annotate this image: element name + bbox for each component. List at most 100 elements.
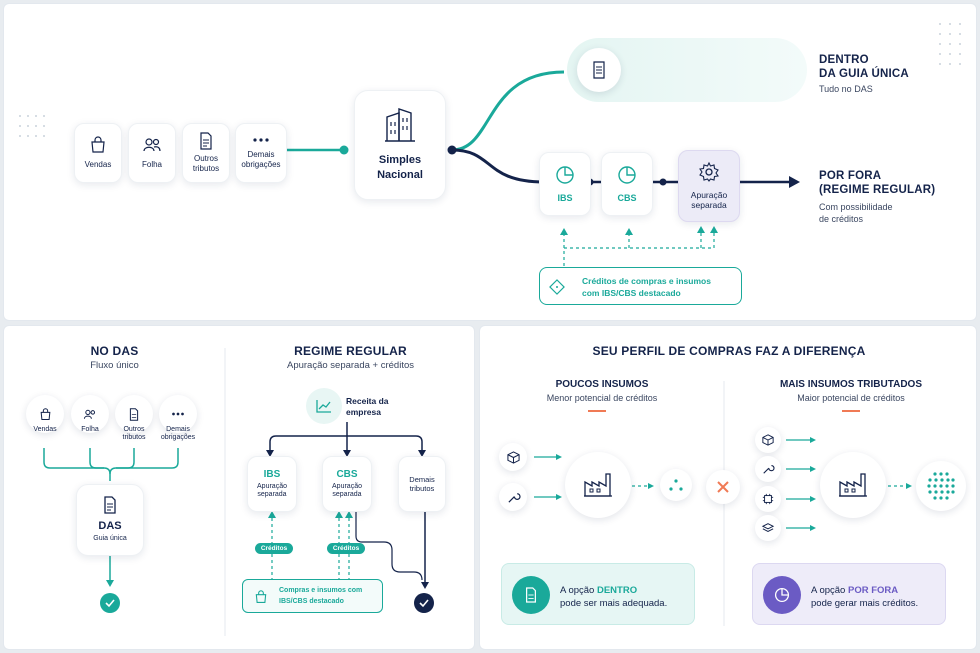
- receita-line-1: Receita da: [346, 396, 389, 406]
- mais-title: MAIS INSUMOS TRIBUTADOS: [779, 379, 923, 390]
- chip-circle-right: [755, 486, 781, 512]
- credits-note-line-1: Créditos de compras e insumos: [582, 276, 711, 286]
- dentro-title-2: DA GUIA ÚNICA: [819, 68, 909, 80]
- many-dots-circle: [916, 461, 966, 511]
- no-das-input-label: Outros tributos: [122, 426, 146, 442]
- document-icon: [129, 407, 139, 421]
- simples-nacional-card: Simples Nacional: [354, 90, 446, 200]
- input-label: Outros tributos: [192, 154, 220, 173]
- few-dots-circle: [660, 469, 692, 501]
- poucos-title: POUCOS INSUMOS: [555, 379, 649, 390]
- callout-highlight: DENTRO: [596, 585, 638, 596]
- callout-prefix: A opção: [811, 585, 848, 596]
- dentro-callout: A opção DENTRO pode ser mais adequada.: [501, 563, 695, 625]
- mais-subtitle: Maior potencial de créditos: [797, 393, 905, 403]
- decor-dots-left: [19, 115, 45, 137]
- ibs-box: IBS: [539, 152, 591, 216]
- pie-chart-icon: [556, 166, 574, 184]
- credit-pill-ibs: Créditos: [255, 543, 293, 554]
- receita-line-2: empresa: [346, 407, 381, 417]
- dentro-title-1: DENTRO: [819, 54, 869, 66]
- document-icon: [104, 496, 116, 514]
- das-card: DAS Guia única: [76, 484, 144, 556]
- check-icon: [105, 599, 115, 608]
- vs-x-circle: [706, 470, 740, 504]
- top-panel: Vendas Folha Outros tributos Demais obri…: [3, 3, 977, 321]
- bottom-left-panel: NO DAS Fluxo único Vendas Folha Outros t…: [3, 325, 475, 650]
- input-card-outros-tributos: Outros tributos: [182, 123, 230, 183]
- receita-circle: [306, 388, 342, 424]
- input-card-folha: Folha: [128, 123, 176, 183]
- cbs-label: CBS: [617, 193, 637, 203]
- poucos-subtitle: Menor potencial de créditos: [546, 393, 658, 403]
- no-das-input-label: Demais obrigações: [160, 426, 196, 442]
- dots-icon: [172, 412, 184, 416]
- factory-circle-left: [565, 452, 631, 518]
- cube-circle-right: [755, 427, 781, 453]
- bottom-right-panel: SEU PERFIL DE COMPRAS FAZ A DIFERENÇA PO…: [479, 325, 977, 650]
- regime-ibs-title: IBS: [263, 468, 281, 480]
- document-icon: [526, 587, 536, 603]
- people-icon: [143, 138, 161, 152]
- line-chart-icon: [316, 400, 331, 413]
- no-das-input-folha: [71, 395, 109, 433]
- no-das-subtitle: Fluxo único: [90, 360, 139, 371]
- callout-prefix: A opção: [560, 585, 597, 596]
- callout-highlight: POR FORA: [847, 585, 899, 596]
- factory-icon: [584, 473, 612, 497]
- regime-cbs-box: CBS Apuração separada: [322, 456, 372, 512]
- tag-icon: [549, 279, 565, 295]
- bottom-right-connectors: [534, 381, 912, 626]
- regime-ibs-sub: Apuração separada: [257, 482, 287, 498]
- factory-circle-right: [820, 452, 886, 518]
- many-dots-icon: [927, 472, 955, 500]
- dentro-callout-badge: [512, 576, 550, 614]
- perfil-title: SEU PERFIL DE COMPRAS FAZ A DIFERENÇA: [592, 344, 866, 358]
- fora-subtitle-2: de créditos: [819, 214, 864, 224]
- layers-icon: [761, 523, 775, 532]
- gear-icon: [699, 161, 719, 182]
- poucos-accent-line: [588, 410, 606, 412]
- fora-title-2: (REGIME REGULAR): [819, 184, 936, 196]
- regime-subtitle: Apuração separada + créditos: [286, 360, 414, 371]
- fora-title-1: POR FORA: [819, 170, 882, 182]
- decor-dots-right: [939, 23, 961, 65]
- people-icon: [83, 409, 96, 419]
- close-icon: [717, 481, 729, 493]
- layers-circle-right: [755, 515, 781, 541]
- building-icon: [385, 108, 415, 142]
- credits-note: Créditos de compras e insumos com IBS/CB…: [539, 267, 742, 305]
- dentro-doc-circle: [577, 48, 621, 92]
- document-icon: [200, 132, 212, 151]
- dentro-subtitle: Tudo no DAS: [819, 84, 873, 94]
- no-das-input-label: Folha: [81, 426, 99, 433]
- das-check: [100, 593, 120, 613]
- dots-icon: [253, 138, 269, 143]
- no-das-input-vendas: [26, 395, 64, 433]
- regime-cbs-sub: Apuração separada: [332, 482, 362, 498]
- dentro-callout-line-1: A opção DENTRO: [560, 585, 637, 596]
- input-card-vendas: Vendas: [74, 123, 122, 183]
- no-das-input-label: Vendas: [33, 426, 57, 433]
- regime-cbs-title: CBS: [336, 468, 358, 480]
- few-dots-icon: [669, 479, 683, 491]
- pie-chart-icon: [618, 166, 636, 184]
- fora-callout-line-2: pode gerar mais créditos.: [811, 598, 919, 609]
- fora-callout-line-1: A opção POR FORA: [811, 585, 898, 596]
- input-label: Vendas: [84, 160, 112, 170]
- dentro-callout-line-2: pode ser mais adequada.: [560, 598, 668, 609]
- no-das-input-outros: [115, 395, 153, 433]
- shopping-bag-icon: [255, 590, 267, 603]
- chip-icon: [762, 493, 774, 505]
- shopping-bag-icon: [40, 407, 50, 420]
- cube-circle: [499, 443, 527, 471]
- simples-nacional-label: Simples Nacional: [377, 154, 423, 181]
- no-das-input-demais: [159, 395, 197, 433]
- bottom-left-connectors: [43, 348, 429, 636]
- credits-note-line-2: com IBS/CBS destacado: [582, 288, 681, 298]
- fora-callout: A opção POR FORA pode gerar mais crédito…: [752, 563, 946, 625]
- wrench-icon: [507, 492, 521, 503]
- wrench-circle-right: [755, 456, 781, 482]
- regime-ibs-box: IBS Apuração separada: [247, 456, 297, 512]
- document-icon: [593, 61, 605, 79]
